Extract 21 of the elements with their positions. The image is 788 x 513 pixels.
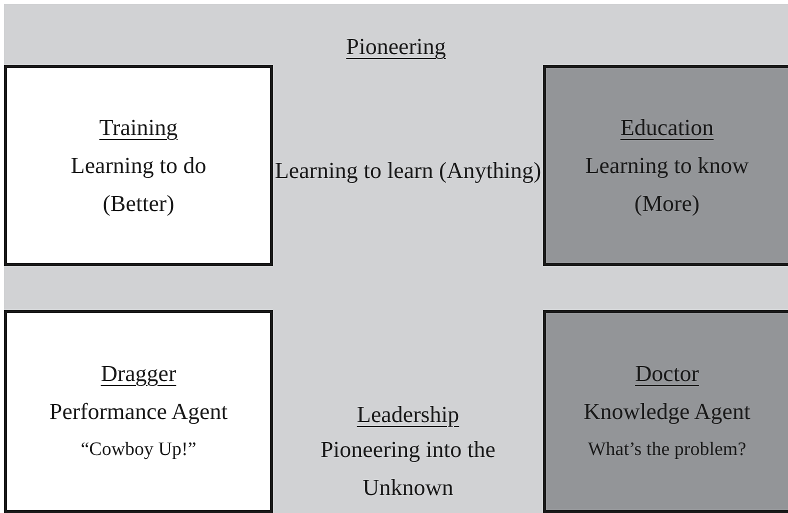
- heading-text: Leadership: [356, 401, 460, 429]
- background-panel: [4, 4, 788, 513]
- description-text: Learning to know: [585, 152, 749, 180]
- quadrant-box: [543, 310, 788, 513]
- quadrant-box: [4, 310, 273, 513]
- description-text: Learning to learn (Anything): [274, 157, 542, 185]
- description-text: Knowledge Agent: [584, 398, 750, 426]
- heading-text: Training: [99, 114, 178, 142]
- description-text: Pioneering into the Unknown: [319, 436, 497, 502]
- heading-text: Dragger: [100, 360, 176, 388]
- description-text: “Cowboy Up!”: [80, 438, 196, 462]
- quadrant-box: [543, 65, 788, 266]
- description-text: What’s the problem?: [588, 438, 746, 462]
- description-text: Learning to do: [70, 152, 206, 180]
- quadrant-box: [4, 65, 273, 266]
- description-text: (More): [634, 190, 700, 218]
- heading-text: Doctor: [635, 360, 699, 388]
- description-text: (Better): [102, 190, 174, 218]
- description-text: Performance Agent: [49, 398, 228, 426]
- heading-text: Pioneering: [346, 33, 446, 61]
- heading-text: Education: [620, 114, 714, 142]
